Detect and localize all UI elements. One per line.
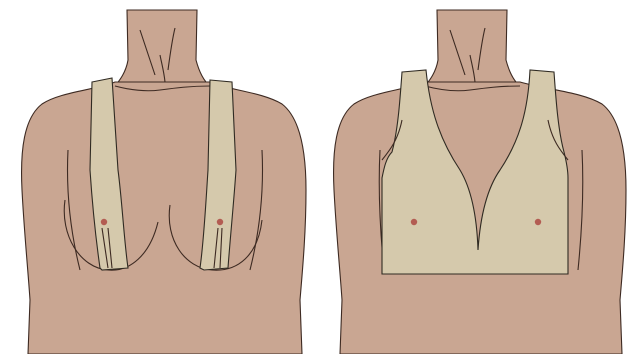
right-nipple-left — [411, 219, 417, 225]
right-nipple-right — [535, 219, 541, 225]
right-torso-illustration — [322, 0, 643, 354]
left-nipple-right — [217, 219, 223, 225]
left-nipple-left — [101, 219, 107, 225]
right-neck — [425, 10, 520, 86]
left-neck — [115, 10, 210, 86]
left-panel — [0, 0, 321, 354]
right-panel — [322, 0, 643, 354]
left-torso-illustration — [0, 0, 321, 354]
